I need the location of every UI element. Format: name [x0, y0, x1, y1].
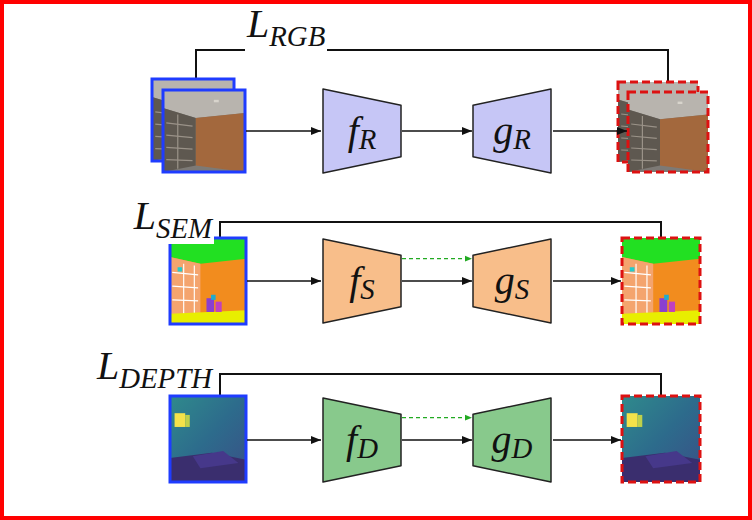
image-border [628, 92, 708, 172]
image-border [170, 396, 246, 482]
skip-connection [402, 417, 472, 418]
module-name: fS [322, 238, 402, 324]
module-name: gD [472, 397, 552, 483]
image-border [622, 396, 700, 482]
decoder-trapezoid: gD [472, 397, 552, 483]
flow-arrow [247, 280, 321, 282]
loss-label: LDEPTH [95, 346, 214, 394]
input-image [170, 238, 246, 324]
decoder-trapezoid: gR [472, 88, 552, 174]
image-border [170, 238, 246, 324]
flow-arrow [553, 280, 621, 282]
input-image [170, 396, 246, 482]
flow-arrow [402, 130, 472, 132]
loss-line [196, 50, 668, 83]
image-border [622, 238, 700, 324]
image-border [163, 90, 245, 172]
flow-arrow [402, 280, 472, 282]
module-name: fR [322, 88, 402, 174]
module-name: fD [322, 397, 402, 483]
decoder-trapezoid: gS [472, 238, 552, 324]
output-image [622, 396, 700, 482]
flow-arrow [247, 439, 321, 441]
output-image [622, 238, 700, 324]
flow-arrow [246, 130, 321, 132]
module-name: gR [472, 88, 552, 174]
encoder-trapezoid: fS [322, 238, 402, 324]
output-image [628, 92, 708, 172]
flow-arrow [553, 439, 621, 441]
encoder-trapezoid: fR [322, 88, 402, 174]
module-name: gS [472, 238, 552, 324]
skip-connection [402, 258, 472, 259]
loss-line [220, 374, 661, 396]
loss-label: LSEM [132, 196, 214, 244]
input-image [163, 90, 245, 172]
flow-arrow [553, 130, 627, 132]
loss-line [220, 222, 661, 238]
flow-arrow [402, 439, 472, 441]
loss-label: LRGB [245, 4, 327, 52]
encoder-trapezoid: fD [322, 397, 402, 483]
